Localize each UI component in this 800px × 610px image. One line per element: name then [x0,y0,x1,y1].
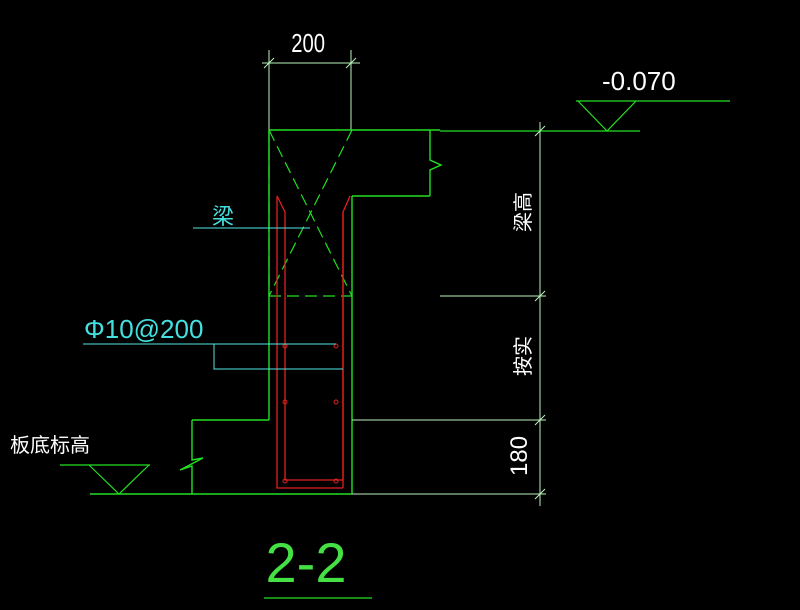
top-width-dimension [262,50,360,130]
top-width-label: 200 [291,29,325,58]
rebar-spec-label: Φ10@200 [84,314,203,344]
beam-dashed-cross [268,129,353,297]
top-elevation-label: -0.070 [602,66,676,96]
section-mark: 2-2 [266,531,347,594]
dim-by-actual-label: 按实 [512,336,535,376]
rebar-dot [333,399,339,405]
slab-bottom-label: 板底标高 [10,434,90,457]
triangle-elevation-icon [577,100,637,132]
beam-label: 梁 [212,204,234,229]
dim-beam-height-label: 梁高 [512,192,535,232]
top-elevation-marker [440,100,730,132]
slab-bottom-marker [60,464,150,495]
right-dimension-chain [352,122,546,506]
dim-bottom-label: 180 [506,436,533,476]
rebar-dot [282,399,288,405]
rebar-dot [282,478,288,484]
leader-lines [83,227,343,370]
section-outline [90,129,443,495]
triangle-elevation-icon [88,464,150,495]
rebar-dot [333,343,339,349]
rebar-dots [282,343,339,484]
rebar-dot [333,478,339,484]
rebar-stirrup [276,195,351,489]
